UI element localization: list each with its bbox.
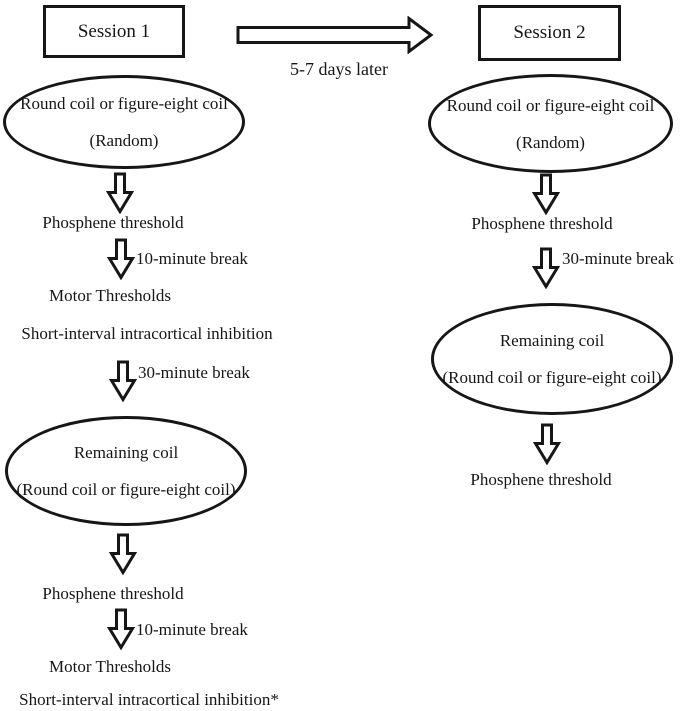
remaining-line1: Remaining coil — [499, 331, 605, 350]
session1-box: Session 1 — [43, 5, 185, 58]
session1-sici-2: Short-interval intracortical inhibition* — [19, 690, 279, 709]
session2-remaining-coil-ellipse: Remaining coil (Round coil or figure-eig… — [431, 303, 673, 415]
remaining-line2: (Round coil or figure-eight coil) — [16, 480, 236, 499]
delay-label: 5-7 days later — [290, 59, 388, 79]
session2-phosphene-threshold-2: Phosphene threshold — [470, 470, 612, 489]
down-arrow-icon — [532, 247, 560, 289]
coil-line1: Round coil or figure-eight coil — [446, 95, 655, 115]
session1-label: Session 1 — [77, 20, 151, 42]
right-arrow-icon — [236, 16, 434, 54]
session1-motor-thresholds-2: Motor Thresholds — [49, 657, 171, 676]
session1-motor-thresholds-1: Motor Thresholds — [49, 286, 171, 305]
session2-phosphene-threshold-1: Phosphene threshold — [471, 214, 613, 233]
session2-start-coil-ellipse: Round coil or figure-eight coil (Random) — [428, 74, 673, 173]
coil-line1: Round coil or figure-eight coil — [20, 94, 228, 113]
coil-line2: (Random) — [516, 132, 585, 152]
session1-phosphene-threshold-2: Phosphene threshold — [42, 584, 184, 603]
session2-break-1: 30-minute break — [562, 249, 674, 268]
session1-remaining-coil-ellipse: Remaining coil (Round coil or figure-eig… — [5, 416, 247, 526]
down-arrow-icon — [532, 173, 560, 215]
down-arrow-icon — [107, 238, 135, 280]
down-arrow-icon — [107, 608, 135, 650]
down-arrow-icon — [533, 423, 561, 465]
session2-box: Session 2 — [478, 5, 621, 61]
remaining-line2: (Round coil or figure-eight coil) — [442, 368, 662, 387]
session1-break-2: 30-minute break — [138, 363, 250, 382]
down-arrow-icon — [109, 533, 137, 575]
remaining-line1: Remaining coil — [73, 443, 179, 462]
session1-break-1: 10-minute break — [136, 249, 248, 268]
down-arrow-icon — [109, 360, 137, 402]
session1-break-3: 10-minute break — [136, 620, 248, 639]
down-arrow-icon — [106, 172, 134, 214]
session1-sici-1: Short-interval intracortical inhibition — [21, 324, 273, 343]
session1-start-coil-ellipse: Round coil or figure-eight coil (Random) — [3, 75, 245, 169]
session2-label: Session 2 — [513, 22, 586, 43]
coil-line2: (Random) — [89, 131, 159, 150]
session1-phosphene-threshold-1: Phosphene threshold — [42, 213, 184, 232]
